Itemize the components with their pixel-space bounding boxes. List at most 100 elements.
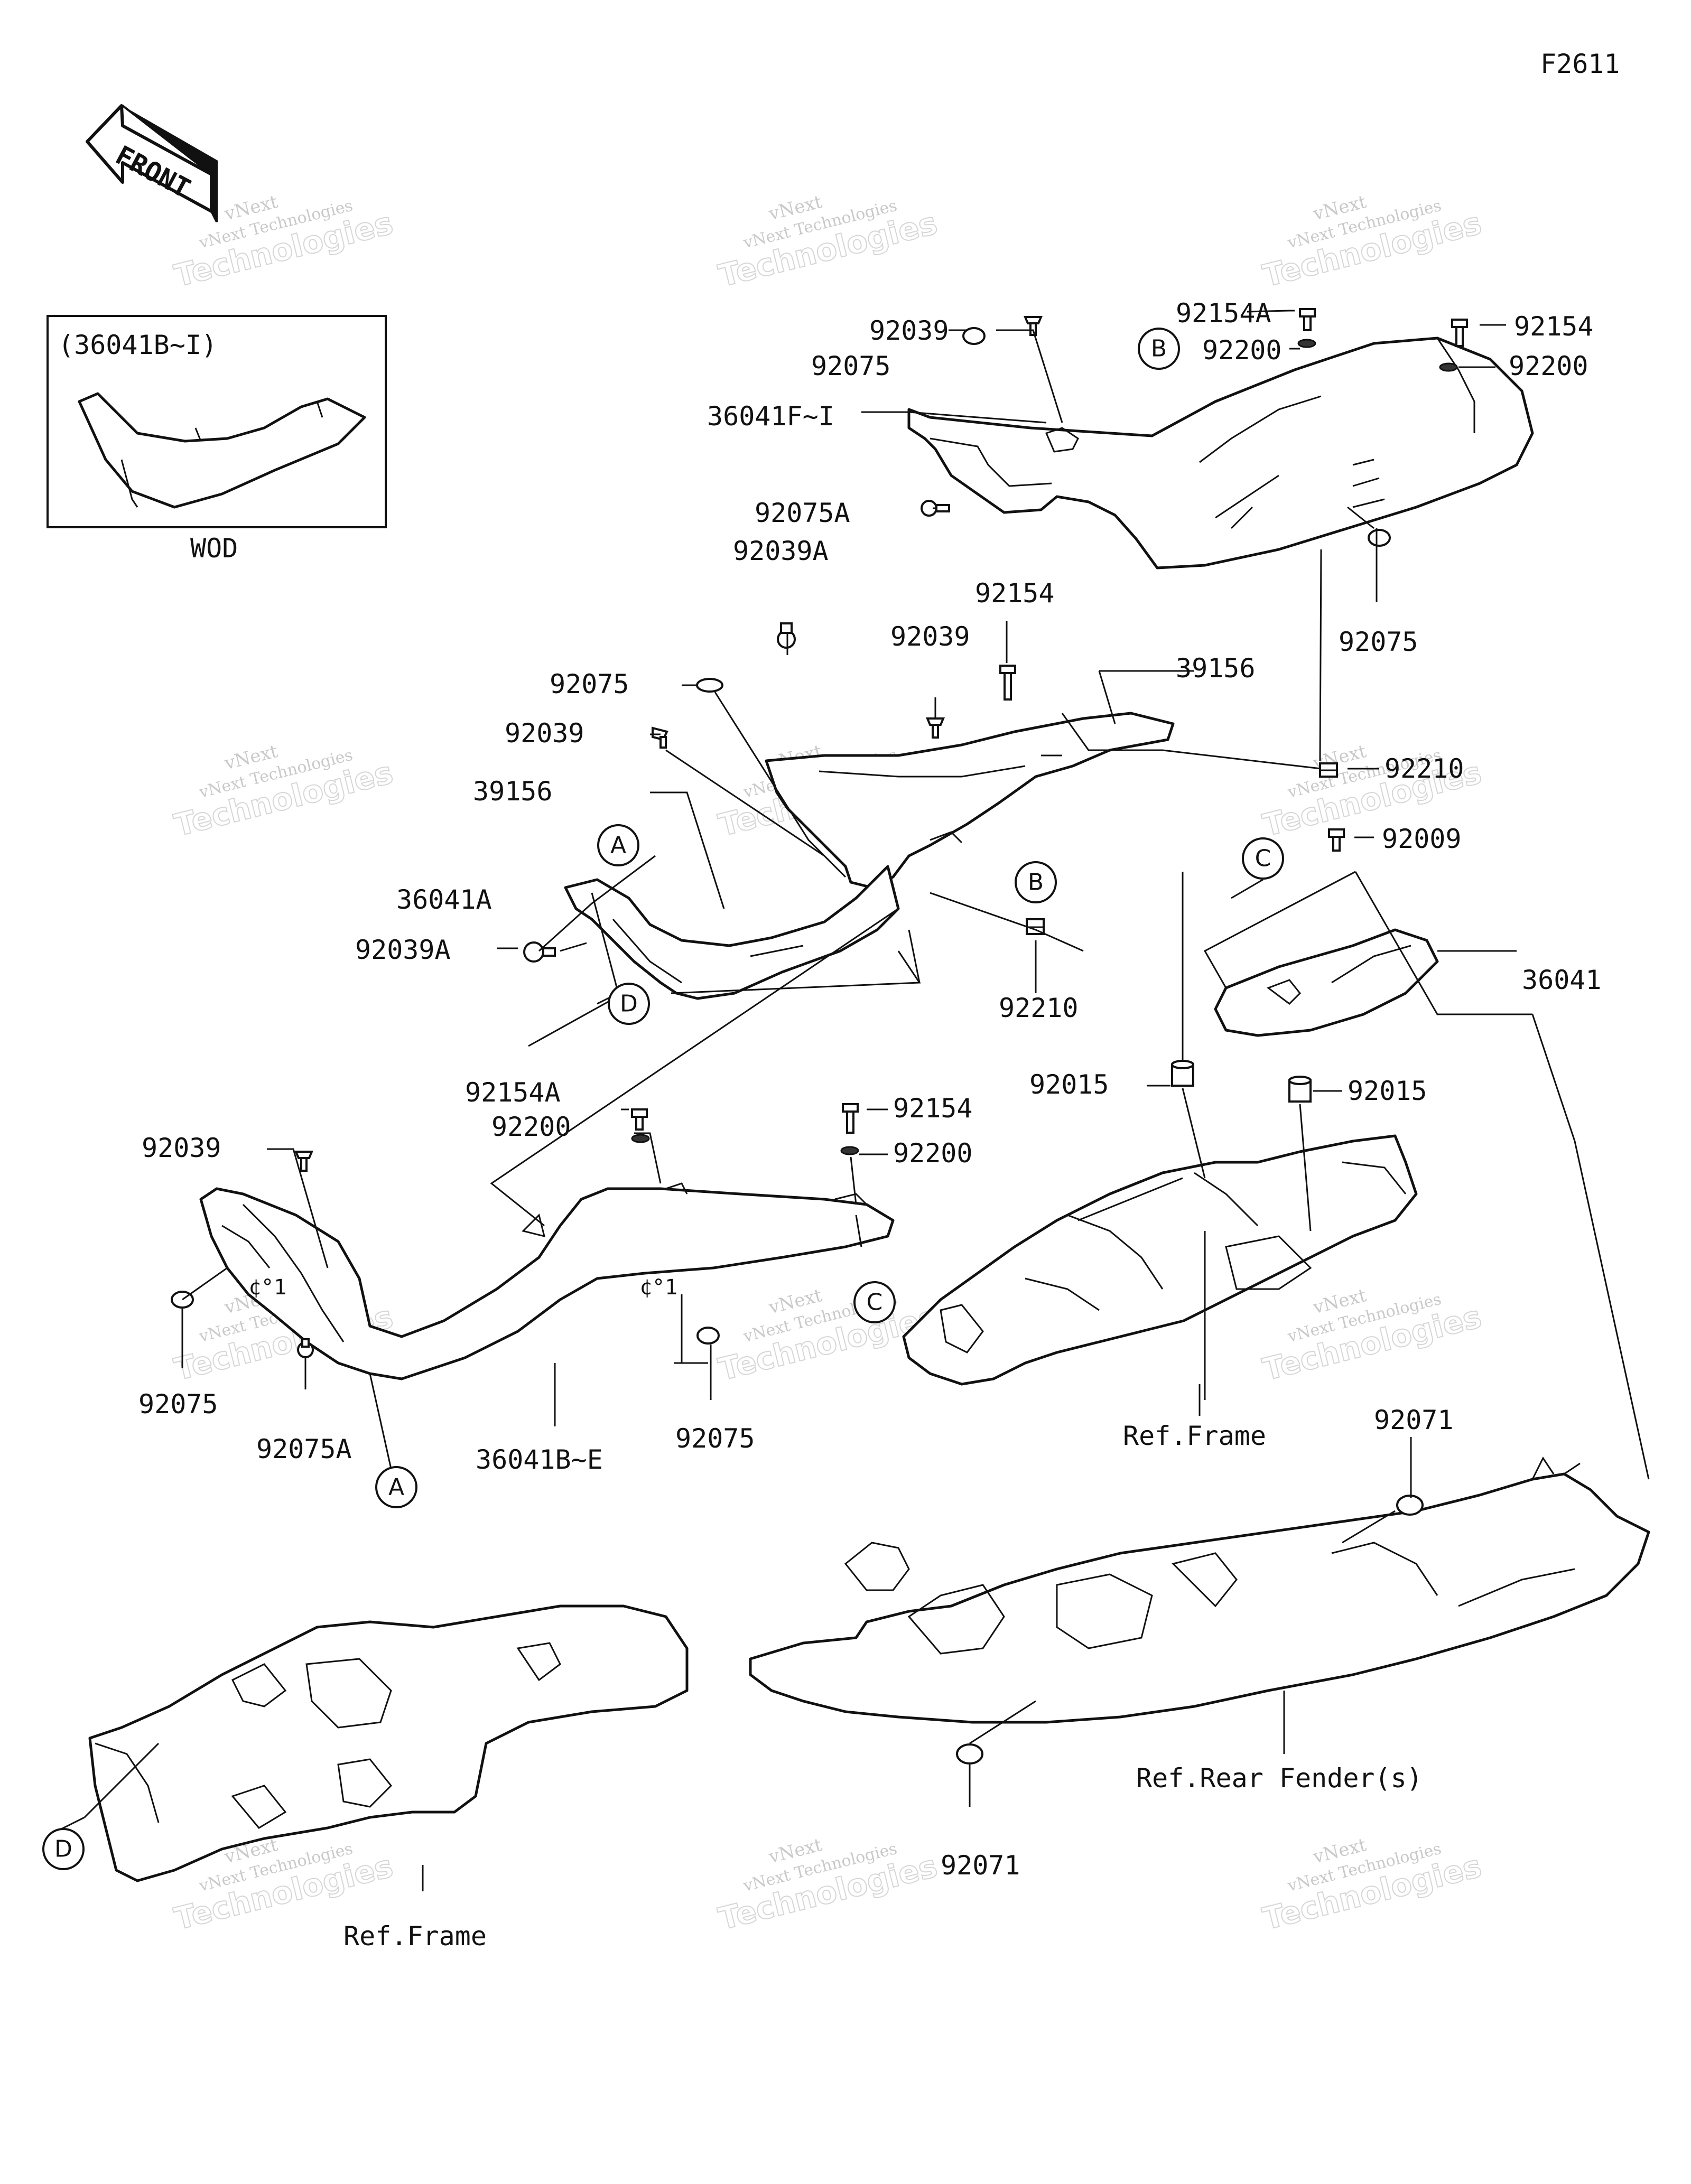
rivet-icon (652, 726, 668, 749)
grommet-icon (956, 1743, 983, 1765)
part-label: 92071 (941, 1850, 1020, 1881)
washer-icon (1439, 362, 1458, 372)
part-label: 39156 (473, 776, 553, 807)
part-label: ¢°1 (639, 1275, 677, 1300)
callout-C-low: C (853, 1281, 896, 1323)
callout-label: D (620, 991, 638, 1018)
callout-label: C (867, 1289, 883, 1316)
callout-D-mid: D (608, 983, 650, 1025)
part-label: 92210 (999, 993, 1079, 1023)
grommet-icon (696, 1327, 720, 1345)
part-label: 92075 (675, 1423, 755, 1454)
frame-upper-ref (902, 1134, 1418, 1386)
callout-B-mid: B (1015, 861, 1057, 903)
part-label: 92039 (142, 1133, 221, 1163)
part-label: 36041B~E (476, 1444, 603, 1475)
callout-label: B (1151, 335, 1167, 362)
grommet-icon (696, 678, 723, 693)
screw-icon (297, 1338, 314, 1358)
part-label: 92154A (1176, 298, 1271, 329)
part-label: 92039 (869, 315, 949, 346)
screw-icon (523, 941, 556, 963)
part-label: 92200 (1202, 335, 1282, 366)
side-cover-36041 (1214, 928, 1439, 1037)
watermark-8: vNext vNext Technologies Technologies (714, 1285, 941, 1388)
diagram-code: F2611 (1540, 49, 1620, 79)
watermark-12: vNext vNext Technologies Technologies (1259, 1834, 1485, 1937)
callout-label: A (388, 1474, 404, 1501)
screw-icon (921, 500, 950, 517)
seat-cowl-36041B-E (199, 1182, 895, 1380)
part-label: 92154 (975, 578, 1055, 609)
bolt-icon (1328, 828, 1345, 852)
rivet-icon (926, 717, 945, 739)
callout-A-mid: A (597, 824, 639, 866)
washer-icon (631, 1134, 650, 1143)
part-label: 92071 (1374, 1405, 1454, 1435)
part-label: Ref.Rear Fender(s) (1136, 1763, 1423, 1794)
part-label: 36041 (1522, 965, 1602, 995)
part-label: Ref.Frame (343, 1921, 487, 1952)
bolt-icon (999, 665, 1016, 701)
part-label: 92075A (256, 1434, 352, 1464)
part-label: 36041A (396, 884, 492, 915)
part-label: 92075 (1339, 627, 1418, 657)
part-label: 92200 (1509, 351, 1588, 381)
watermark-9: vNext vNext Technologies Technologies (1259, 1285, 1485, 1388)
seat-cowl-upper-36041F-I (907, 337, 1534, 570)
part-label: 92154A (465, 1077, 561, 1108)
bolt-icon (631, 1108, 648, 1131)
grommet-icon (1368, 529, 1391, 547)
bolt-icon (842, 1103, 859, 1134)
part-labels: 92039 92075 36041F~I 92075A 92039A 92154… (138, 298, 1602, 1952)
collar-icon (1171, 1060, 1194, 1087)
watermark-3: vNext vNext Technologies Technologies (1259, 191, 1485, 294)
part-label: ¢°1 (248, 1275, 286, 1300)
seat-cowl-36041A (564, 865, 900, 1000)
part-label: 92075 (138, 1389, 218, 1420)
callout-label: C (1255, 845, 1271, 872)
part-label: 92200 (491, 1112, 571, 1142)
collar-icon (1288, 1076, 1312, 1103)
rear-fender-ref (749, 1457, 1650, 1724)
part-label: 92075 (811, 351, 891, 381)
washer-icon (1297, 339, 1316, 348)
screw-icon (777, 622, 796, 649)
bolt-icon (1451, 319, 1468, 347)
grommet-icon (1396, 1495, 1424, 1516)
part-label: 36041F~I (707, 401, 834, 432)
part-label: 92075 (550, 669, 629, 699)
rivet-icon (294, 1151, 313, 1172)
frame-lower-ref (88, 1604, 689, 1882)
callout-C-right: C (1242, 837, 1284, 880)
leader-lines (52, 310, 1650, 1891)
grommet-icon (962, 327, 986, 345)
watermark-4: vNext vNext Technologies Technologies (170, 741, 397, 844)
washer-icon (840, 1146, 859, 1155)
part-label: Ref.Frame (1123, 1421, 1266, 1451)
callout-D-low: D (42, 1828, 85, 1870)
callout-A-low: A (375, 1466, 417, 1508)
watermark-2: vNext vNext Technologies Technologies (714, 191, 941, 294)
part-label: 92200 (893, 1138, 973, 1169)
callout-B-top: B (1138, 328, 1180, 370)
part-label: 92210 (1385, 753, 1464, 784)
clip-nut-icon (1319, 762, 1338, 778)
part-label: 92015 (1029, 1069, 1109, 1100)
inset-caption: WOD (190, 533, 238, 564)
part-label: 92039 (890, 621, 970, 652)
part-label: 39156 (1176, 653, 1256, 684)
callout-label: B (1028, 869, 1044, 896)
part-label: 92015 (1348, 1076, 1427, 1106)
part-label: 92154 (893, 1093, 973, 1124)
rivet-icon (1024, 316, 1043, 336)
bolt-icon (1299, 308, 1316, 331)
callout-label: D (54, 1836, 72, 1863)
inset-variant-box: (36041B~I) WOD (47, 315, 387, 564)
part-label: 92154 (1514, 311, 1594, 342)
part-label: 92009 (1382, 824, 1462, 854)
watermark-11: vNext vNext Technologies Technologies (714, 1834, 941, 1937)
part-label: 92039A (733, 536, 829, 566)
front-arrow-icon: FRONT (86, 104, 218, 222)
